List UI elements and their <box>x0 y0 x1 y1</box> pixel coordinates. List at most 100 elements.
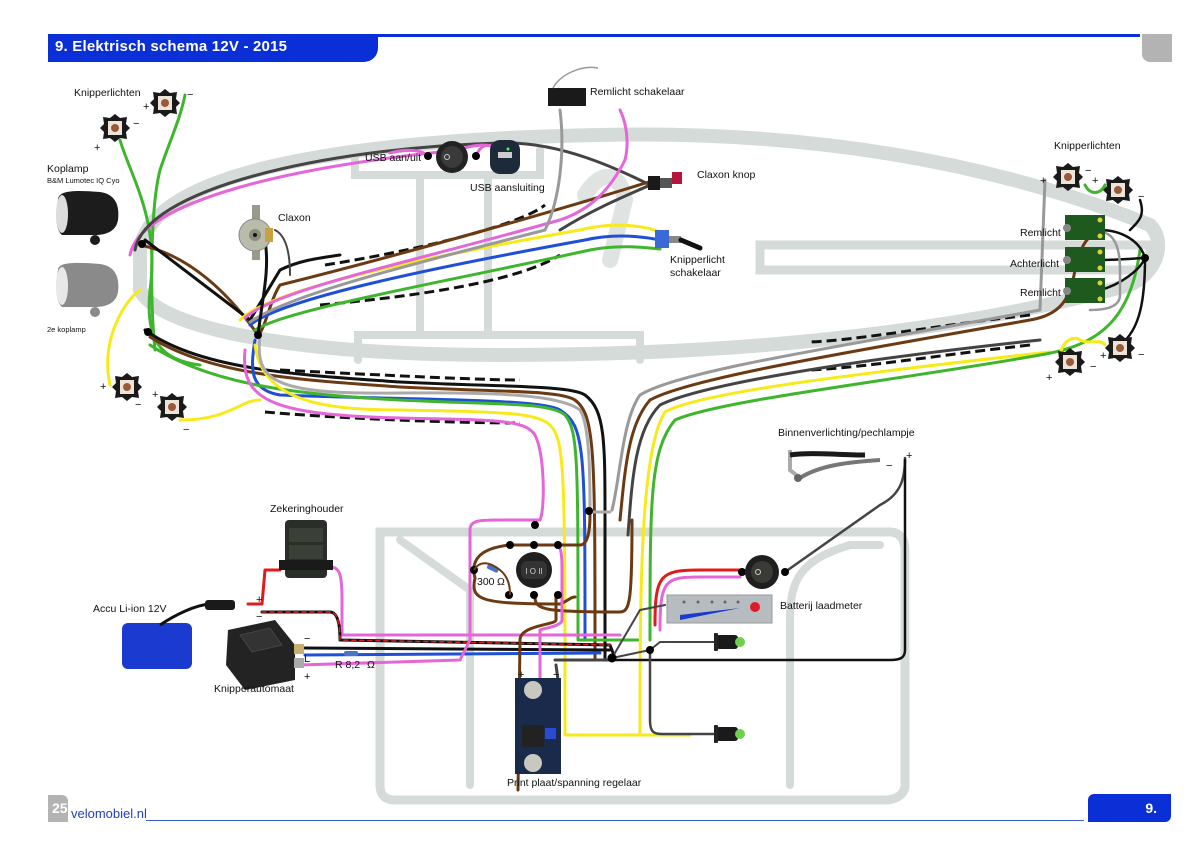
plus-sign: + <box>1040 175 1046 187</box>
headlight-2 <box>56 262 119 317</box>
plus-sign: + <box>143 101 149 113</box>
label-brake-light-top: Remlicht <box>1020 227 1061 239</box>
light-rocker-switch: I O II <box>516 552 552 588</box>
wire-green-harness <box>253 245 662 332</box>
rear-blinker-led-3 <box>1055 348 1085 376</box>
page-number: 25 <box>52 800 68 816</box>
junction-dot <box>531 521 539 529</box>
front-blinker-led-1 <box>100 114 130 142</box>
lower-blinker-led-2 <box>157 393 187 421</box>
plus-sign: + <box>304 671 310 683</box>
wire-gray-led1 <box>611 641 716 659</box>
interior-light-switch <box>745 555 779 589</box>
wire-green-front-blinker-2 <box>150 93 187 352</box>
wire-white-spine <box>257 333 612 514</box>
minus-sign: − <box>304 633 310 645</box>
horn <box>238 205 273 260</box>
wire-yellow-rear <box>638 350 1052 737</box>
plus-sign: + <box>1046 372 1052 384</box>
wire-black-claxon <box>256 238 269 337</box>
wire-blue-spine <box>251 338 587 642</box>
wire-black-rear-ground <box>1098 198 1147 347</box>
wire-gray-claxonknop <box>558 183 652 232</box>
label-resistor-300: 300 <box>477 576 495 588</box>
minus-sign: − <box>1138 349 1144 361</box>
wire-black-harness <box>143 238 342 322</box>
plus-sign: + <box>256 594 262 606</box>
flasher-relay <box>226 620 304 690</box>
label-resistor-8-2: R 8,2 <box>335 659 360 671</box>
wire-pink-knipper <box>298 518 542 667</box>
wire-blue-harness <box>248 234 662 327</box>
label-blinker-switch-2: schakelaar <box>670 267 721 279</box>
header-rule <box>48 34 1140 37</box>
junction-dot <box>254 331 262 339</box>
minus-sign: − <box>256 611 262 623</box>
battery-pack <box>122 600 235 669</box>
remlicht-pcb-bottom <box>1063 278 1105 303</box>
remlicht-pcb-top <box>1063 215 1105 240</box>
label-usb-switch: USB aan/uit <box>365 152 421 164</box>
junction-dot <box>472 152 480 160</box>
header-tab <box>1142 34 1172 62</box>
usb-socket <box>490 140 520 174</box>
blinker-toggle-switch <box>655 230 703 251</box>
junction-dot <box>781 568 789 576</box>
polarity-signs: + − + − + − + − + − + − + − + − + − − L … <box>94 89 1144 683</box>
frame-body <box>133 127 1166 363</box>
frame-seat-box <box>354 331 644 364</box>
rear-light-pcbs <box>1063 215 1105 303</box>
wire-yellow-lower-blinker <box>106 288 262 422</box>
resistor-300 <box>473 562 511 596</box>
label-horn-button: Claxon knop <box>697 169 756 181</box>
wire-white-rear <box>610 178 1047 512</box>
junction-dot <box>138 240 146 248</box>
footer-rule <box>146 820 1084 821</box>
label-brake-light-bottom: Remlicht <box>1020 287 1061 299</box>
label-battery: Accu Li-ion 12V <box>93 603 167 615</box>
junction-dot <box>506 541 514 549</box>
label-horn: Claxon <box>278 212 311 224</box>
plus-sign: + <box>1092 175 1098 187</box>
label-headlight-model: B&M Lumotec IQ Cyo <box>47 176 120 185</box>
steering-handle <box>577 168 634 268</box>
junction-dot <box>424 152 432 160</box>
wire-gray-led2 <box>648 648 717 736</box>
rear-blinker-led-1 <box>1053 163 1083 191</box>
wire-brown-switch-loop <box>533 518 634 614</box>
label-brake-switch: Remlicht schakelaar <box>590 86 685 98</box>
wire-brown-harness <box>138 178 657 337</box>
junction-dot <box>144 328 152 336</box>
page-title: 9. Elektrisch schema 12V - 2015 <box>55 38 288 55</box>
wire-pink-brake <box>243 108 629 320</box>
chapter-tab: 9. <box>1088 794 1171 822</box>
minus-sign: − <box>187 89 193 101</box>
wire-black-interior <box>610 458 907 662</box>
minus-sign: − <box>1138 191 1144 203</box>
frame-lower-box <box>375 527 910 805</box>
minus-sign: − <box>886 460 892 472</box>
wire-gray-claxon <box>274 229 291 276</box>
wire-pink-fuse <box>328 565 622 637</box>
label-regulator: Print plaat/spanning regelaar <box>507 777 642 789</box>
wire-red-laadmeter <box>653 568 742 627</box>
resistor-8-2 <box>344 651 358 656</box>
wire-pink-laadmeter <box>658 575 742 632</box>
site-link[interactable]: velomobiel.nl <box>71 806 147 821</box>
label-flasher-relay: Knipperautomaat <box>214 683 294 695</box>
indicator-led-2 <box>714 725 745 743</box>
label-headlight-2: 2e koplamp <box>47 325 86 334</box>
junction-dot <box>585 507 593 515</box>
minus-sign: − <box>133 118 139 130</box>
wire-green-rear-blinker <box>1083 183 1107 194</box>
horn-button <box>648 172 682 190</box>
label-rear-blinkers: Knipperlichten <box>1054 140 1121 152</box>
rear-blinker-led-4 <box>1105 334 1135 362</box>
plus-sign: + <box>152 389 158 401</box>
wire-gray-top-arc <box>133 141 652 252</box>
junction-dot <box>607 653 617 663</box>
minus-sign: − <box>135 399 141 411</box>
label-blinker-switch-1: Knipperlicht <box>670 254 725 266</box>
fuse-holder <box>279 520 333 578</box>
